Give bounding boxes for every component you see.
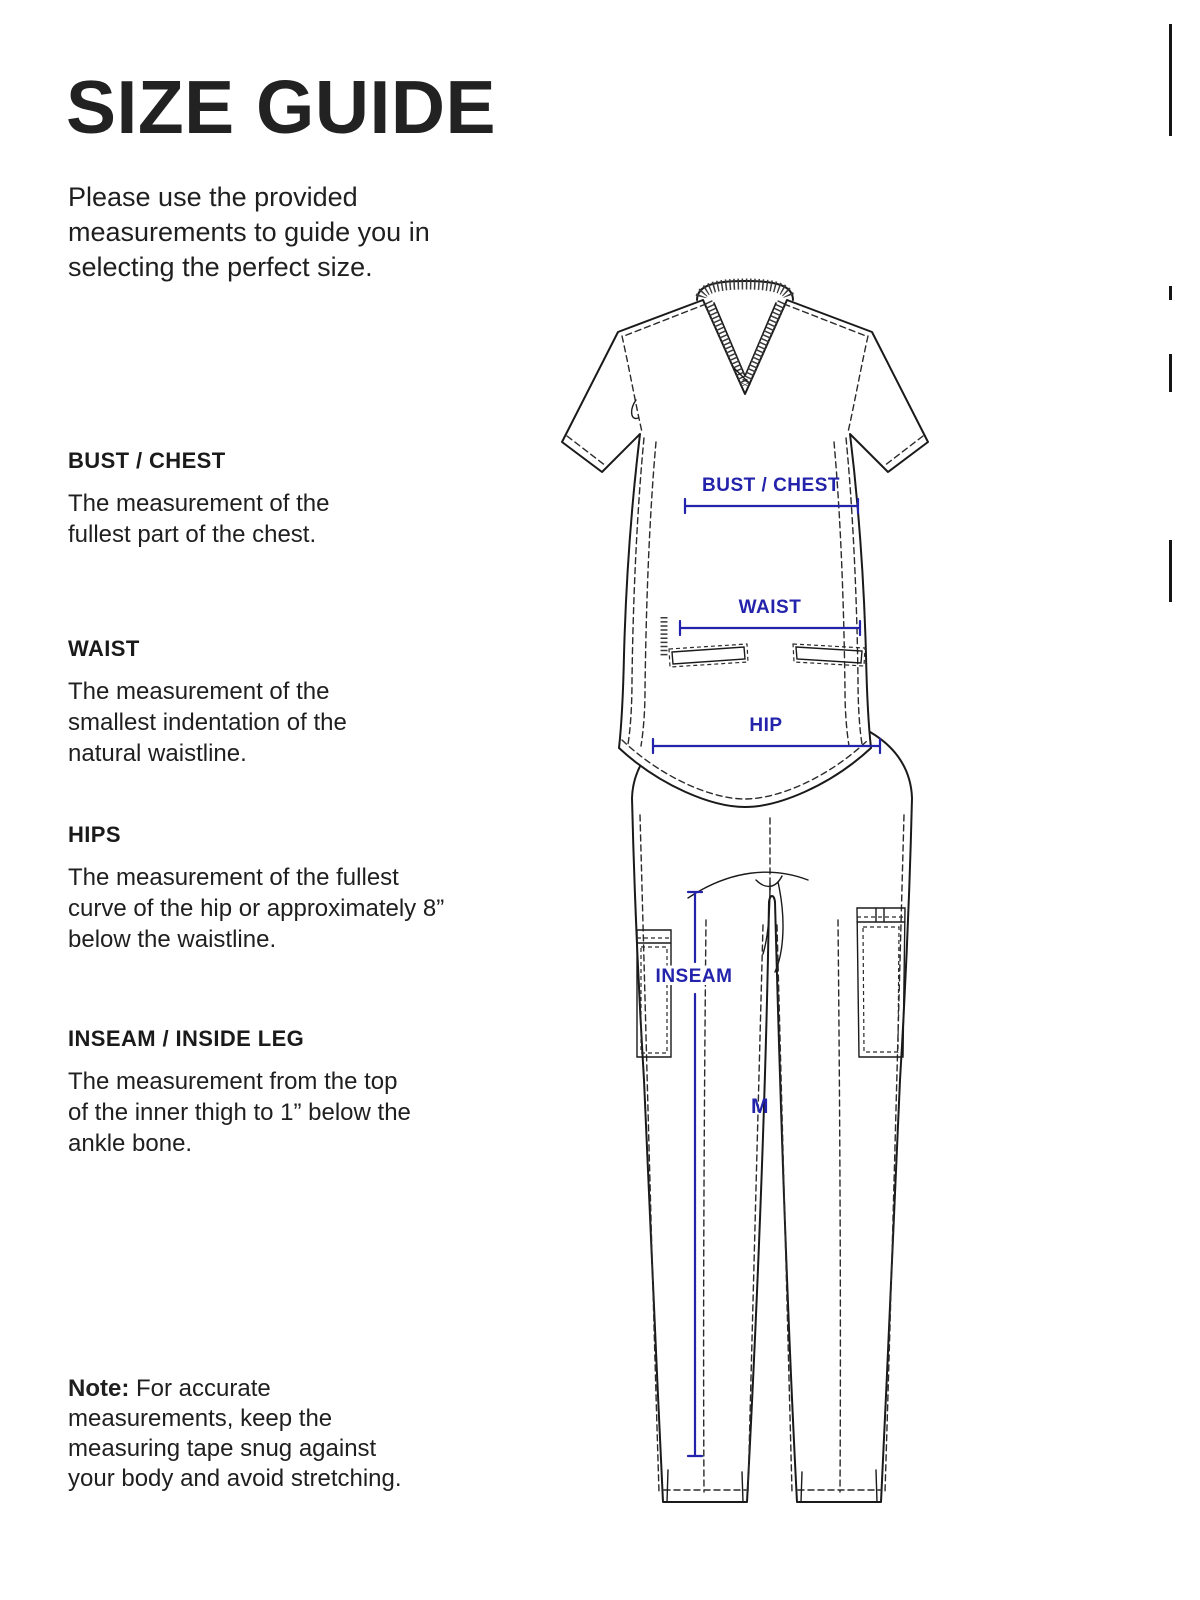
bust-measure: BUST / CHEST — [683, 475, 860, 515]
intro-text: Please use the provided measurements to … — [68, 182, 430, 282]
pants-seam-stitching — [639, 814, 905, 1493]
section-waist-body: The measurement of the smallest indentat… — [68, 678, 347, 767]
measurement-overlay: BUST / CHEST WAIST HIP INSEAM M — [651, 475, 882, 1458]
section-waist: WAIST The measurement of the smallest in… — [68, 636, 398, 769]
section-hips-heading: HIPS — [68, 822, 121, 847]
top-outline — [561, 299, 929, 808]
right-cargo-pocket — [856, 907, 906, 1058]
left-cargo-pocket — [636, 929, 672, 1058]
section-waist-heading: WAIST — [68, 636, 140, 661]
scrub-pants-drawing — [631, 709, 913, 1503]
garment-diagram: BUST / CHEST WAIST HIP INSEAM M — [561, 278, 929, 1503]
edge-mark — [1169, 24, 1172, 136]
hip-measure-label: HIP — [749, 715, 782, 736]
drawstring — [687, 871, 809, 973]
inseam-measure-label: INSEAM — [656, 966, 733, 987]
edge-mark — [1169, 286, 1172, 300]
inseam-measure: INSEAM — [653, 890, 735, 1458]
scrub-top-drawing — [561, 278, 929, 808]
section-inseam-heading: INSEAM / INSIDE LEG — [68, 1026, 305, 1051]
bust-measure-label: BUST / CHEST — [702, 475, 840, 496]
neckband — [695, 278, 795, 387]
section-inseam: INSEAM / INSIDE LEG The measurement from… — [68, 1026, 413, 1159]
note-body: For accurate measurements, keep the meas… — [68, 1375, 402, 1492]
hip-measure: HIP — [651, 715, 882, 755]
section-bust-chest: BUST / CHEST The measurement of the full… — [68, 448, 368, 550]
top-seam-stitching — [566, 303, 924, 800]
section-hips-body: The measurement of the fullest curve of … — [68, 864, 445, 953]
edge-mark — [1169, 354, 1172, 392]
edge-mark — [1169, 540, 1172, 602]
sleeve-loop — [631, 399, 639, 420]
section-bust-body: The measurement of the fullest part of t… — [68, 490, 330, 548]
welt-pockets — [668, 643, 866, 668]
pants-outline — [631, 709, 913, 1503]
section-bust-heading: BUST / CHEST — [68, 448, 226, 473]
hem-vents — [666, 1469, 878, 1503]
waist-measure: WAIST — [678, 597, 862, 637]
note-label: Note: — [68, 1375, 130, 1402]
section-hips: HIPS The measurement of the fullest curv… — [68, 822, 463, 955]
size-letter-label: M — [751, 1095, 769, 1118]
section-inseam-body: The measurement from the top of the inne… — [68, 1068, 411, 1157]
measurement-note: Note: For accurate measurements, keep th… — [68, 1374, 418, 1494]
page-title: SIZE GUIDE — [66, 65, 497, 149]
waist-measure-label: WAIST — [739, 597, 802, 618]
